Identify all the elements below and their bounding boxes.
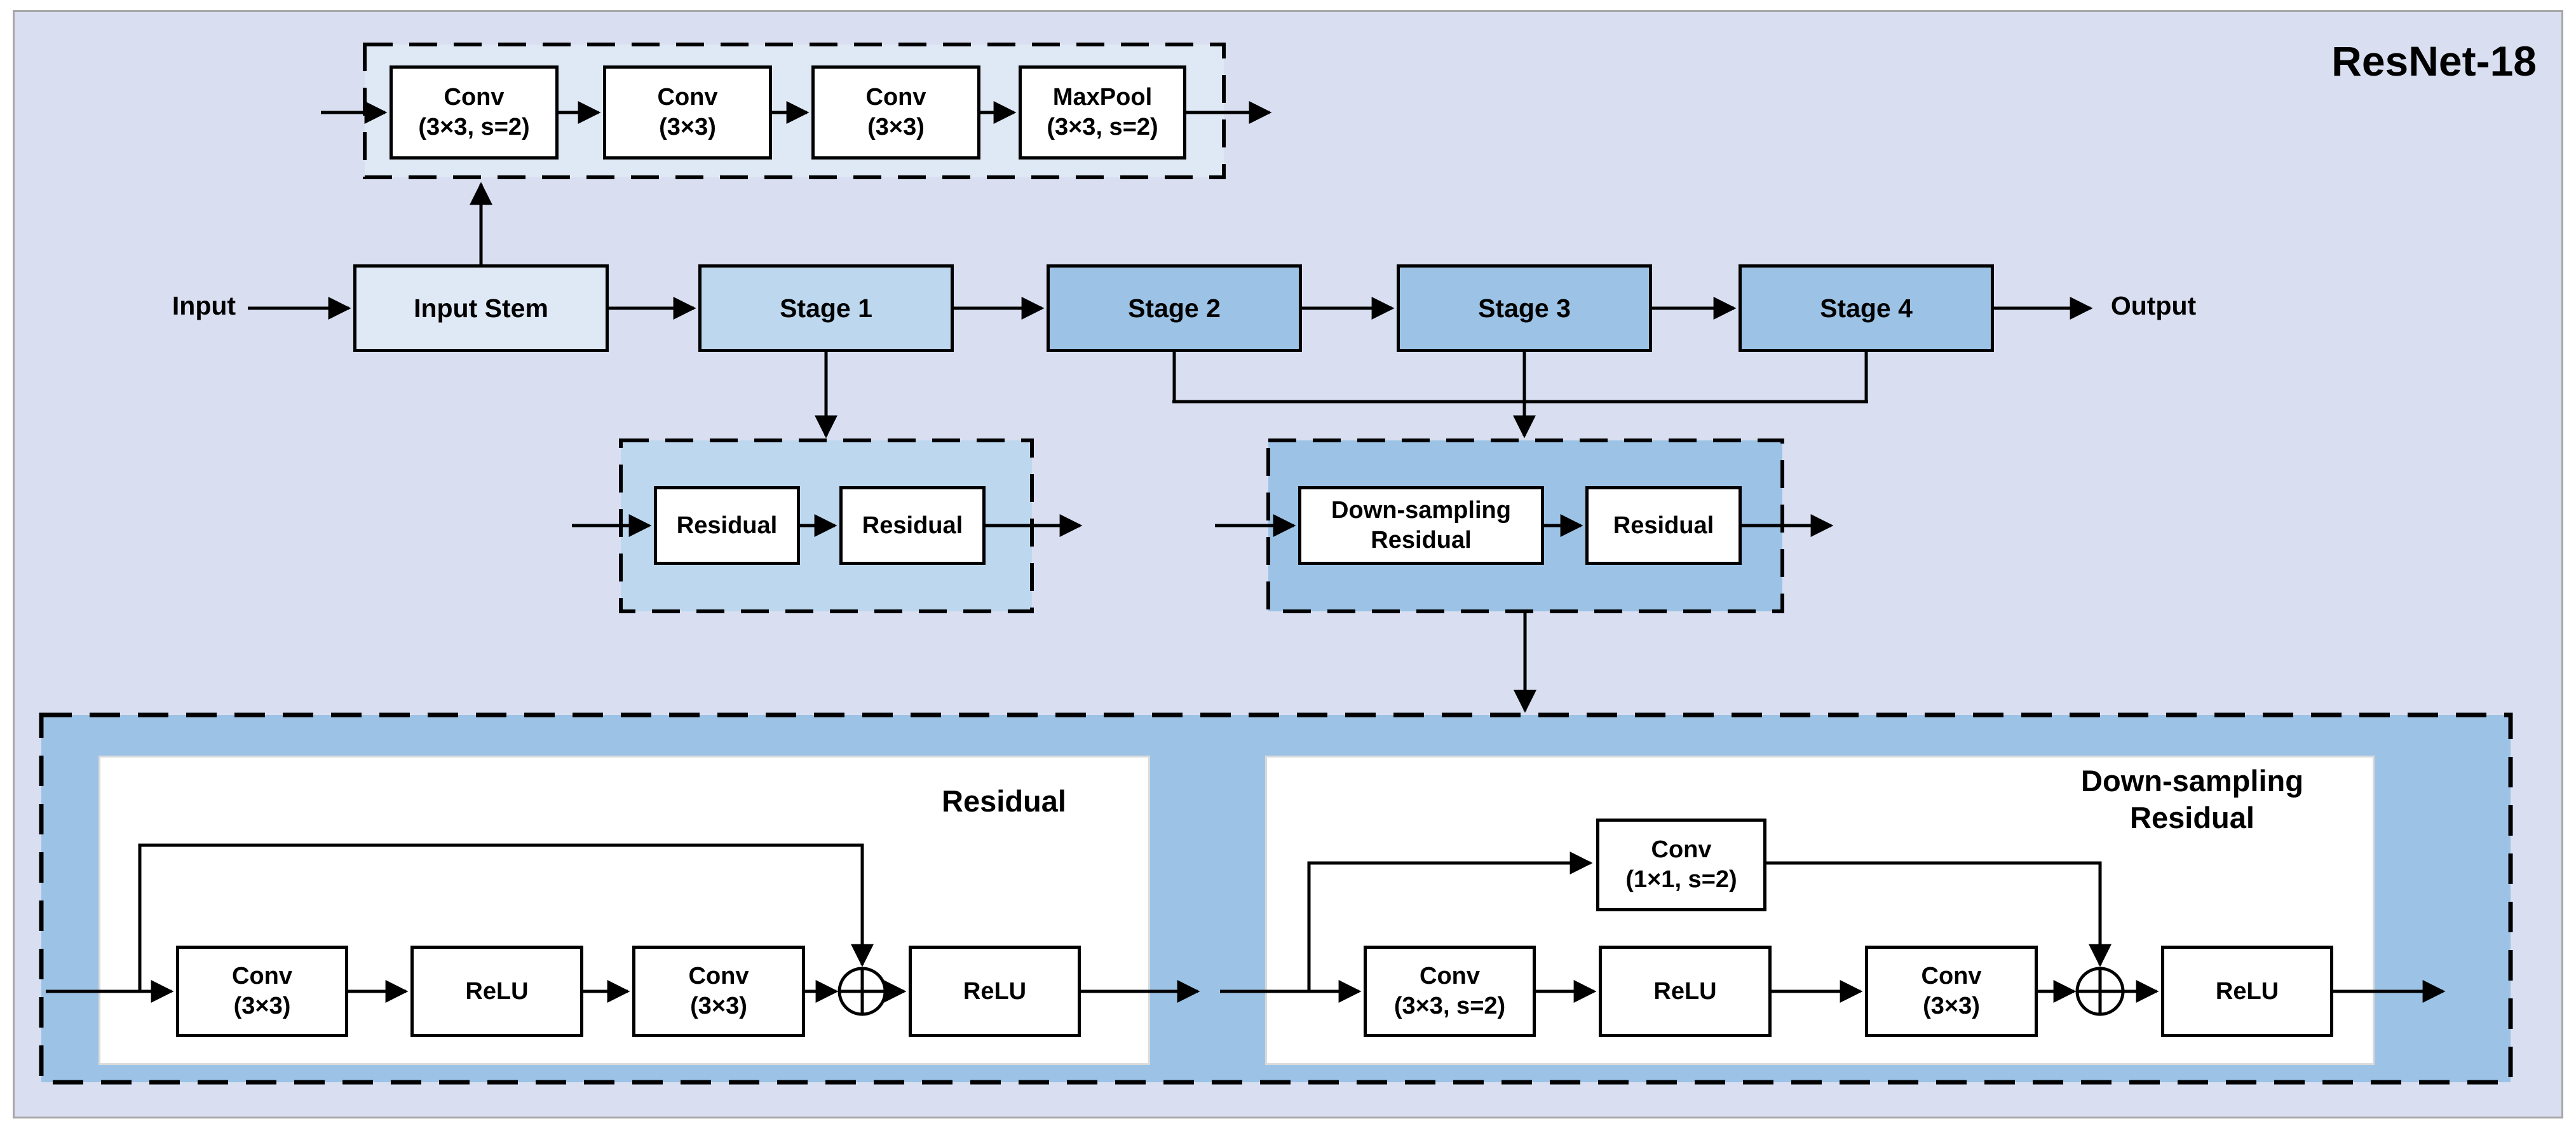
stem-conv3-label: Conv [865, 84, 926, 111]
stage3-label: Stage 3 [1478, 294, 1571, 323]
stem-conv3-params: (3×3) [867, 114, 925, 140]
stage1-box: Stage 1 [698, 264, 954, 352]
stage3-box: Stage 3 [1397, 264, 1652, 352]
stage234-residual-box: Residual [1585, 486, 1742, 565]
downsampling-relu1-box: ReLU [1599, 946, 1772, 1037]
residual-panel-title: Residual [942, 784, 1066, 818]
downsampling-skip-conv-label: Conv [1651, 836, 1712, 863]
stage1-residual2-box: Residual [839, 486, 986, 565]
page-title: ResNet-18 [2331, 37, 2537, 85]
downsampling-relu1-label: ReLU [1653, 977, 1717, 1005]
stem-maxpool-box: MaxPool (3×3, s=2) [1019, 65, 1186, 160]
stem-conv2-box: Conv (3×3) [603, 65, 772, 160]
stage4-box: Stage 4 [1739, 264, 1994, 352]
downsampling-panel-title: Down-sampling Residual [2081, 764, 2303, 834]
residual-relu1-label: ReLU [465, 977, 529, 1005]
stage1-label: Stage 1 [780, 294, 872, 323]
stage2-box: Stage 2 [1047, 264, 1302, 352]
input-stem-label: Input Stem [414, 294, 548, 323]
add-node-right [2075, 967, 2125, 1016]
stem-conv3-box: Conv (3×3) [811, 65, 980, 160]
residual-conv2-label: Conv [688, 963, 749, 989]
stem-maxpool-label: MaxPool [1052, 84, 1153, 111]
downsampling-conv2-box: Conv (3×3) [1865, 946, 2038, 1037]
downsampling-relu2-label: ReLU [2215, 977, 2279, 1005]
downsampling-conv2-label: Conv [1921, 963, 1982, 989]
stage234-residual-label: Residual [1613, 512, 1714, 539]
stage234-downsampling-residual-box: Down-sampling Residual [1298, 486, 1544, 565]
downsampling-conv2-params: (3×3) [1923, 993, 1980, 1019]
connector-lines [46, 101, 2446, 1003]
stem-maxpool-params: (3×3, s=2) [1047, 114, 1158, 140]
downsampling-relu2-box: ReLU [2161, 946, 2333, 1037]
stem-conv1-label: Conv [444, 84, 505, 111]
stage4-label: Stage 4 [1820, 294, 1913, 323]
stem-conv2-params: (3×3) [659, 114, 716, 140]
stem-conv1-box: Conv (3×3, s=2) [390, 65, 559, 160]
residual-relu1-box: ReLU [410, 946, 583, 1037]
residual-conv2-params: (3×3) [690, 993, 747, 1019]
downsampling-conv1-label: Conv [1420, 963, 1480, 989]
stage2-label: Stage 2 [1128, 294, 1221, 323]
stage1-residual2-label: Residual [862, 512, 963, 539]
residual-conv1-label: Conv [232, 963, 292, 989]
residual-conv2-box: Conv (3×3) [632, 946, 805, 1037]
residual-conv1-box: Conv (3×3) [176, 946, 348, 1037]
downsampling-conv1-params: (3×3, s=2) [1393, 993, 1506, 1019]
input-label: Input [172, 291, 236, 320]
downsampling-skip-conv-box: Conv (1×1, s=2) [1596, 819, 1766, 911]
residual-conv1-params: (3×3) [233, 993, 291, 1019]
stage1-residual1-box: Residual [654, 486, 800, 565]
downsampling-skip-conv-params: (1×1, s=2) [1625, 866, 1737, 893]
output-label: Output [2110, 291, 2197, 320]
residual-relu2-label: ReLU [963, 977, 1027, 1005]
stem-conv1-params: (3×3, s=2) [418, 114, 530, 140]
input-stem-box: Input Stem [353, 264, 609, 352]
stem-conv2-label: Conv [657, 84, 718, 111]
downsampling-conv1-box: Conv (3×3, s=2) [1364, 946, 1536, 1037]
stage1-residual1-label: Residual [676, 512, 778, 539]
residual-relu2-box: ReLU [909, 946, 1081, 1037]
add-node-left [837, 967, 887, 1016]
stage234-downsampling-residual-label: Down-sampling Residual [1331, 497, 1511, 554]
